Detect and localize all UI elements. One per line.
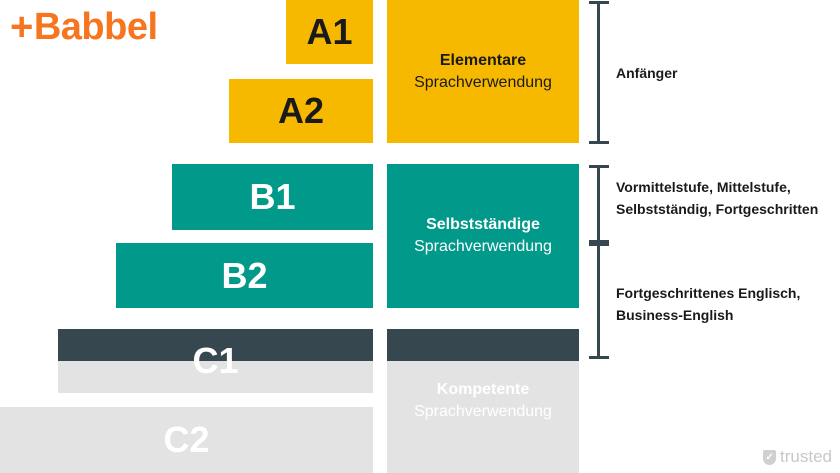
description-beginner: Anfänger xyxy=(616,62,677,84)
babbel-logo: + Babbel xyxy=(10,4,158,50)
category-independent-title: Selbstständige xyxy=(426,216,540,233)
bracket-advanced xyxy=(589,243,609,359)
level-c1-dark-strip xyxy=(58,329,373,361)
level-c1-label: C1 xyxy=(192,340,239,381)
description-advanced-line1: Fortgeschrittenes Englisch, xyxy=(616,285,801,301)
description-beginner-text: Anfänger xyxy=(616,65,678,81)
category-proficient-title: Kompetente xyxy=(436,381,530,398)
brand-name: Babbel xyxy=(33,5,158,48)
description-advanced-line2: Business-English xyxy=(616,307,734,323)
check-shield-icon: ✓ xyxy=(763,449,777,465)
level-c1-ghost-block xyxy=(58,361,373,393)
level-c2-block: C2 xyxy=(0,407,373,473)
level-a2-block: A2 xyxy=(229,79,373,143)
category-elementary-title: Elementare xyxy=(439,51,527,69)
description-intermediate-line2: Selbstständig, Fortgeschritten xyxy=(616,201,819,217)
description-advanced: Fortgeschrittenes Englisch, Business-Eng… xyxy=(616,282,800,326)
level-a2-label: A2 xyxy=(277,90,325,131)
category-elementary-subtitle: Sprachverwendung xyxy=(414,73,552,91)
level-b2-block: B2 xyxy=(116,243,373,308)
category-proficient-block: Kompetente Sprachverwendung xyxy=(387,361,579,473)
bracket-beginner xyxy=(589,1,609,144)
watermark-text: trusted xyxy=(780,447,832,466)
category-independent-block: Selbstständige Sprachverwendung xyxy=(387,164,579,308)
category-proficient-subtitle: Sprachverwendung xyxy=(414,403,552,420)
category-independent-subtitle: Sprachverwendung xyxy=(414,238,552,255)
plus-icon: + xyxy=(10,4,33,49)
level-c2-label: C2 xyxy=(163,419,210,460)
trusted-watermark: ✓ trusted xyxy=(763,447,832,467)
level-b1-label: B1 xyxy=(249,176,296,217)
category-elementary-block: Elementare Sprachverwendung xyxy=(387,0,579,143)
level-a1-label: A1 xyxy=(306,11,353,52)
level-b1-block: B1 xyxy=(172,164,373,230)
level-b2-label: B2 xyxy=(221,254,268,296)
category-proficient-dark-strip xyxy=(387,329,579,361)
description-intermediate: Vormittelstufe, Mittelstufe, Selbstständ… xyxy=(616,176,818,220)
level-a1-block: A1 xyxy=(286,0,373,64)
level-c1-block: C1 xyxy=(58,335,373,387)
description-intermediate-line1: Vormittelstufe, Mittelstufe, xyxy=(616,179,791,195)
bracket-intermediate xyxy=(589,165,609,243)
